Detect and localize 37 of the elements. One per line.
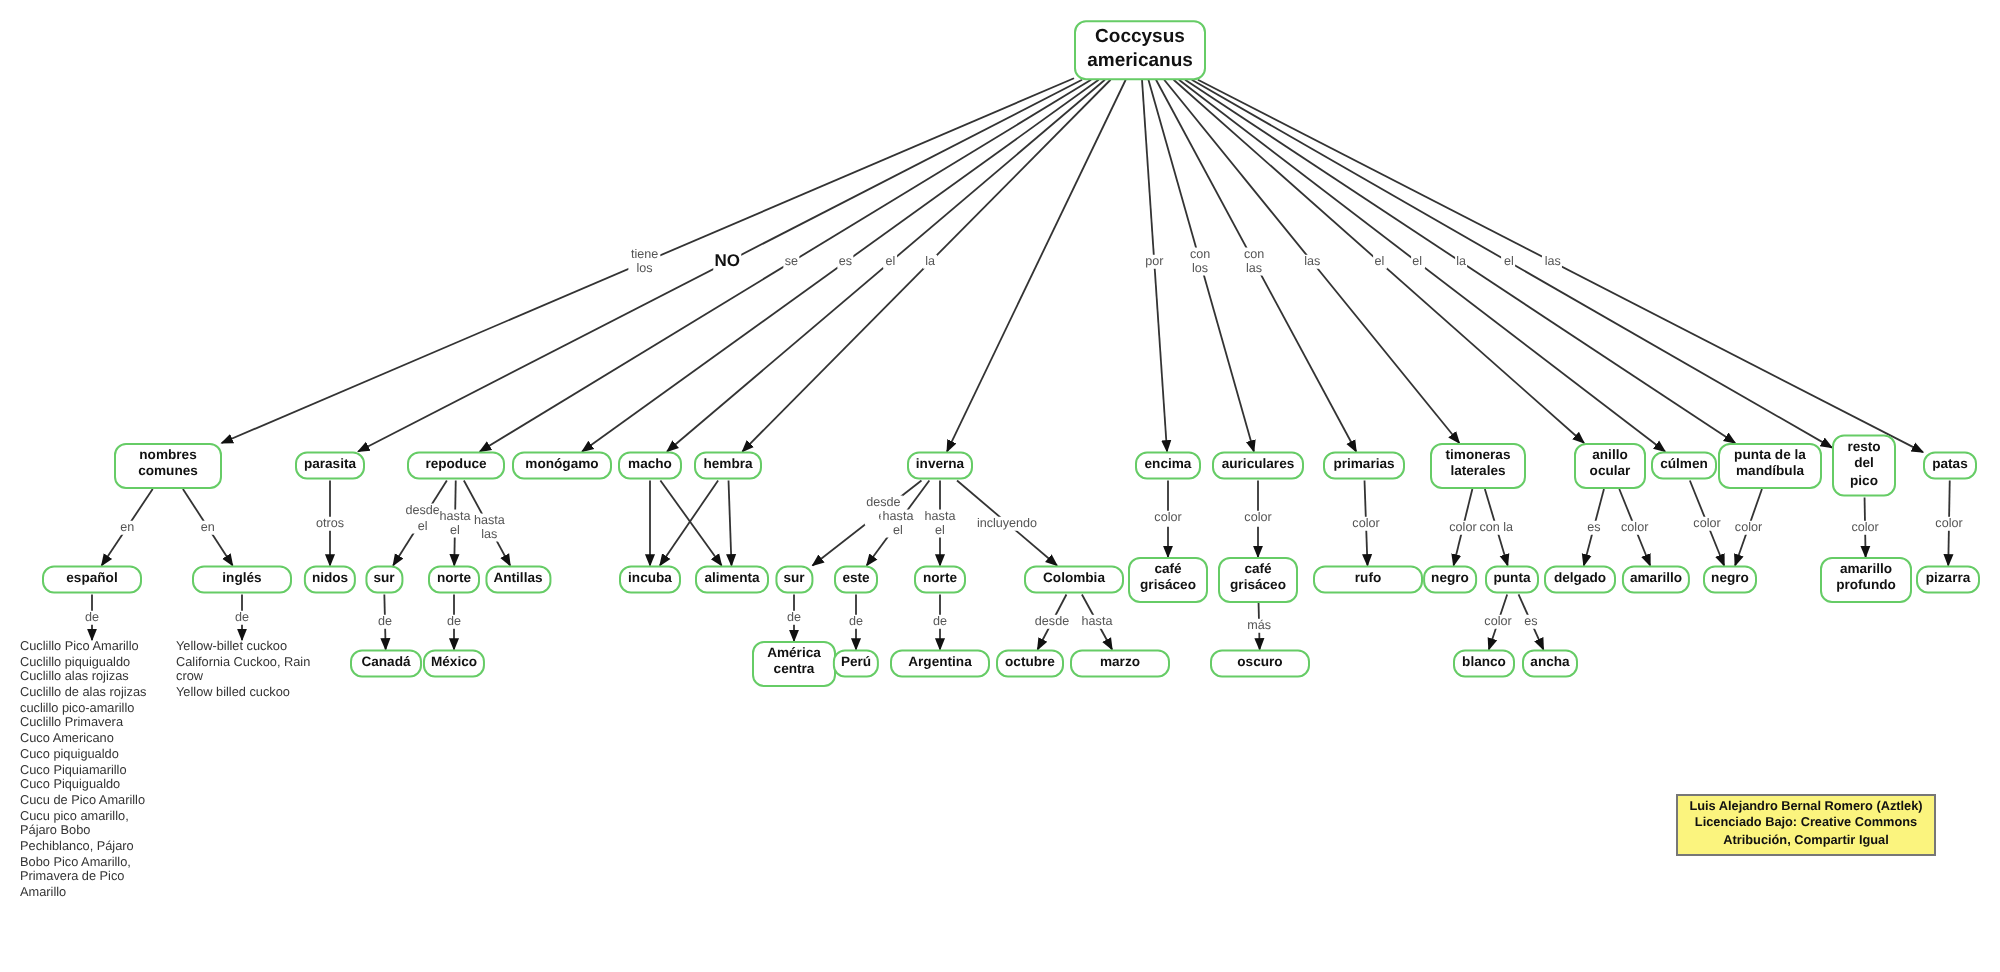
- connector: [1036, 593, 1068, 651]
- connector: [86, 593, 98, 642]
- connector: [741, 78, 1112, 453]
- connector: [946, 78, 1127, 453]
- connector: [1163, 78, 1461, 444]
- connector: [324, 479, 336, 567]
- connector: [644, 479, 656, 567]
- connector: [100, 488, 154, 567]
- connector: [220, 77, 1075, 444]
- connector: [934, 593, 946, 651]
- connector: [478, 78, 1092, 453]
- connector: [581, 78, 1100, 453]
- connector: [788, 593, 800, 643]
- connector: [182, 488, 234, 567]
- connector: [1483, 488, 1510, 567]
- connector: [1147, 78, 1256, 453]
- connector: [1184, 78, 1737, 444]
- edge-label: NO: [712, 252, 742, 272]
- connector: [1141, 78, 1172, 453]
- connector: [1688, 479, 1726, 567]
- connector: [1943, 479, 1954, 567]
- connector: [1155, 78, 1358, 453]
- connector: [850, 593, 862, 651]
- connector: [1451, 488, 1474, 567]
- connector: [1734, 488, 1763, 567]
- connector: [448, 593, 460, 651]
- connector: [236, 593, 248, 642]
- title-box: Coccysus americanus: [1074, 20, 1206, 80]
- connector: [1581, 488, 1605, 567]
- connector: [357, 78, 1083, 453]
- connector: [666, 78, 1106, 453]
- connector: [1172, 78, 1585, 444]
- connector: [726, 479, 737, 567]
- connector: [1362, 479, 1373, 567]
- connector: [811, 479, 923, 567]
- connector: [1618, 488, 1652, 567]
- connector: [1178, 78, 1667, 453]
